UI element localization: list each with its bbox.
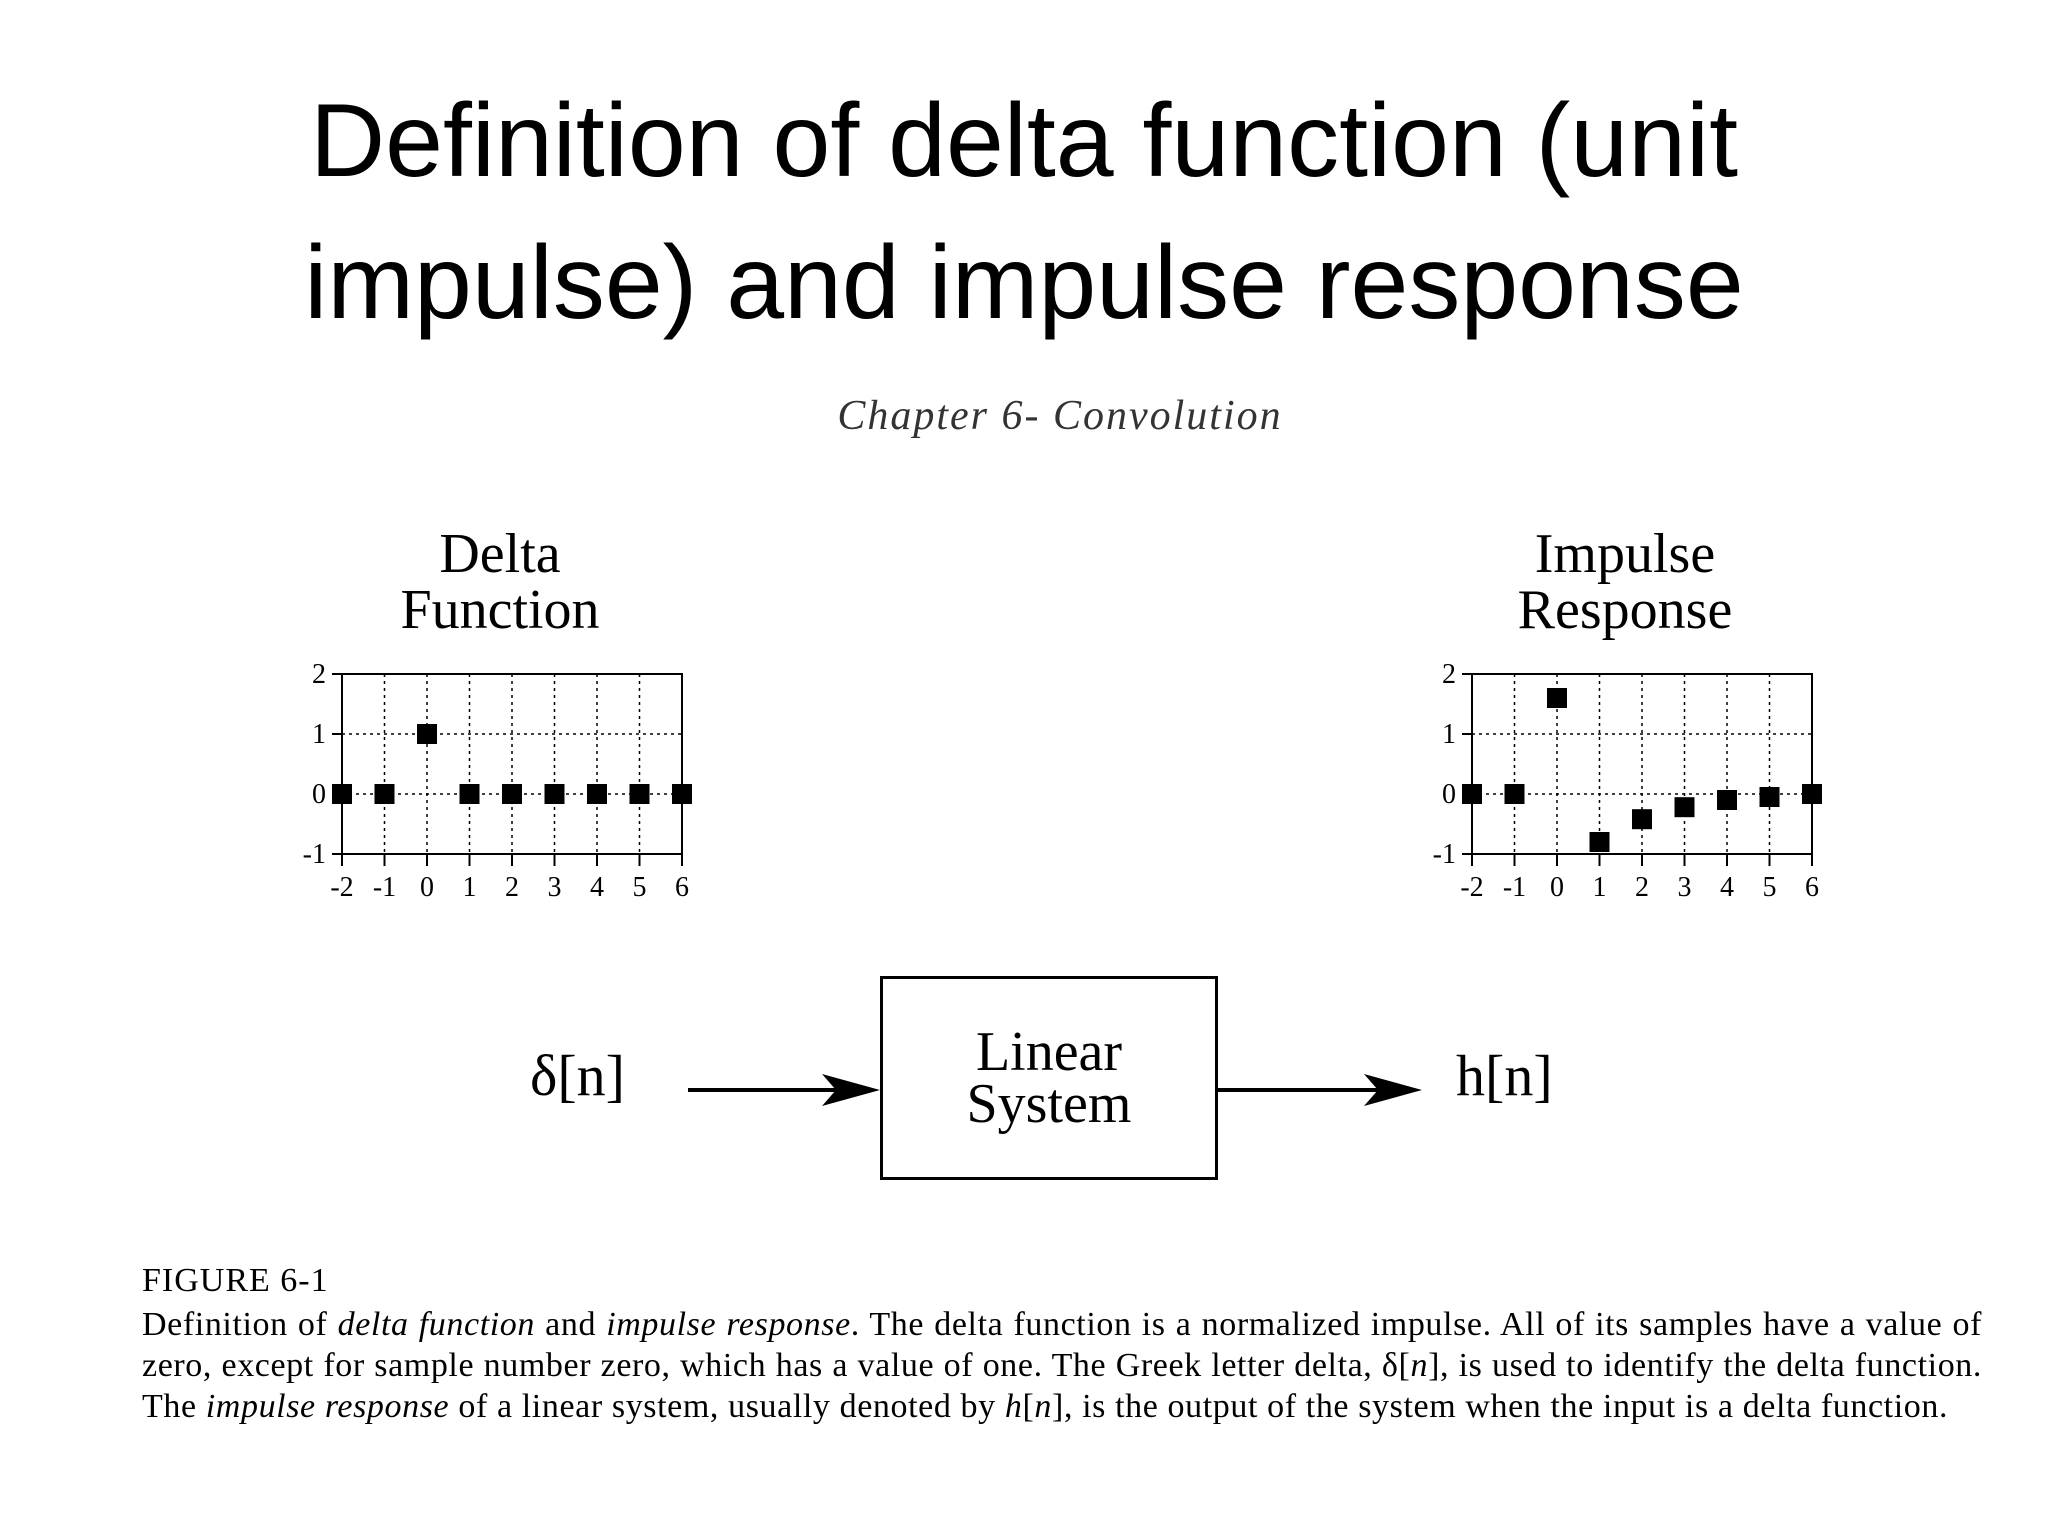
delta-plot-title: Delta Function bbox=[300, 526, 700, 638]
impulse-plot-title-line-2: Response bbox=[1517, 579, 1733, 641]
output-signal-label: h[n] bbox=[1456, 1043, 1553, 1108]
slide-title-line-2: impulse) and impulse response bbox=[304, 225, 1744, 341]
linear-system-block: Linear System bbox=[880, 976, 1218, 1180]
output-arrow bbox=[1218, 1074, 1422, 1106]
caption-term-delta-function: delta function bbox=[337, 1306, 535, 1343]
input-arrow bbox=[688, 1074, 880, 1106]
x-tick-label: 3 bbox=[548, 872, 562, 903]
caption-text: of a linear system, usually denoted by bbox=[449, 1388, 1005, 1425]
slide-title-line-1: Definition of delta function (unit bbox=[310, 83, 1738, 199]
caption-text: [ bbox=[1022, 1388, 1035, 1425]
x-tick-label: -1 bbox=[373, 872, 396, 903]
data-point bbox=[332, 784, 352, 804]
data-point bbox=[1632, 809, 1652, 830]
delta-plot-title-line-2: Function bbox=[400, 579, 600, 641]
data-point bbox=[459, 784, 480, 804]
plot-frame bbox=[341, 673, 683, 855]
data-point bbox=[1504, 784, 1525, 804]
impulse-plot-title: Impulse Response bbox=[1430, 526, 1820, 638]
data-point bbox=[544, 784, 565, 804]
caption-var-h: h bbox=[1004, 1388, 1023, 1425]
data-point bbox=[1589, 832, 1610, 852]
data-point bbox=[417, 724, 437, 744]
caption-text: ], is the output of the system when the … bbox=[1052, 1388, 1949, 1425]
data-point bbox=[629, 784, 650, 804]
data-point bbox=[1547, 688, 1567, 708]
data-point bbox=[1759, 787, 1780, 807]
caption-text: Definition of bbox=[142, 1306, 338, 1343]
linear-system-label-line-2: System bbox=[966, 1073, 1132, 1135]
data-point bbox=[1462, 784, 1482, 804]
impulse-plot-title-line-1: Impulse bbox=[1534, 523, 1716, 585]
x-tick-label: 5 bbox=[633, 872, 647, 903]
y-tick-label: 2 bbox=[312, 659, 326, 690]
x-tick-label: 5 bbox=[1763, 872, 1777, 903]
caption-term-impulse-response: impulse response bbox=[205, 1388, 450, 1425]
x-tick-label: 2 bbox=[505, 872, 519, 903]
figure-label: FIGURE 6-1 bbox=[142, 1262, 329, 1299]
x-tick-label: 0 bbox=[420, 872, 434, 903]
x-tick-label: 4 bbox=[590, 872, 604, 903]
data-point bbox=[1802, 784, 1822, 804]
data-point bbox=[587, 784, 607, 804]
y-tick-label: 1 bbox=[312, 719, 326, 750]
caption-text: . The delta function is a normalized imp… bbox=[142, 1306, 1982, 1384]
x-tick-label: 3 bbox=[1678, 872, 1692, 903]
data-point bbox=[1674, 797, 1695, 818]
caption-var-n: n bbox=[1034, 1388, 1053, 1425]
y-tick-label: -1 bbox=[303, 839, 326, 870]
x-tick-label: -1 bbox=[1503, 872, 1526, 903]
caption-text: and bbox=[535, 1306, 607, 1343]
x-tick-label: 4 bbox=[1720, 872, 1734, 903]
y-tick-label: -1 bbox=[1433, 839, 1456, 870]
x-tick-label: 0 bbox=[1550, 872, 1564, 903]
figure-caption: Definition of delta function and impulse… bbox=[142, 1304, 1982, 1427]
x-tick-label: -2 bbox=[330, 872, 353, 903]
data-point bbox=[374, 784, 395, 804]
caption-text: ], is used to identify the delta functio… bbox=[142, 1347, 1983, 1425]
y-tick-label: 1 bbox=[1442, 719, 1456, 750]
linear-system-label-line-1: Linear bbox=[975, 1021, 1123, 1083]
x-tick-label: 1 bbox=[1593, 872, 1607, 903]
y-tick-label: 2 bbox=[1442, 659, 1456, 690]
caption-var-n: n bbox=[1410, 1347, 1429, 1384]
data-point bbox=[502, 784, 522, 804]
delta-plot-title-line-1: Delta bbox=[439, 523, 561, 585]
input-signal-label: δ[n] bbox=[530, 1043, 625, 1108]
data-point bbox=[672, 784, 692, 804]
x-tick-label: 6 bbox=[675, 872, 689, 903]
x-tick-label: 1 bbox=[463, 872, 477, 903]
chapter-header: Chapter 6- Convolution bbox=[837, 393, 1283, 439]
slide-title: Definition of delta function (unit impul… bbox=[0, 70, 2048, 354]
data-point bbox=[1717, 790, 1737, 810]
x-tick-label: 2 bbox=[1635, 872, 1649, 903]
caption-term-impulse-response: impulse response bbox=[606, 1306, 851, 1343]
y-tick-label: 0 bbox=[312, 779, 326, 810]
x-tick-label: -2 bbox=[1460, 872, 1483, 903]
x-tick-label: 6 bbox=[1805, 872, 1819, 903]
y-tick-label: 0 bbox=[1442, 779, 1456, 810]
